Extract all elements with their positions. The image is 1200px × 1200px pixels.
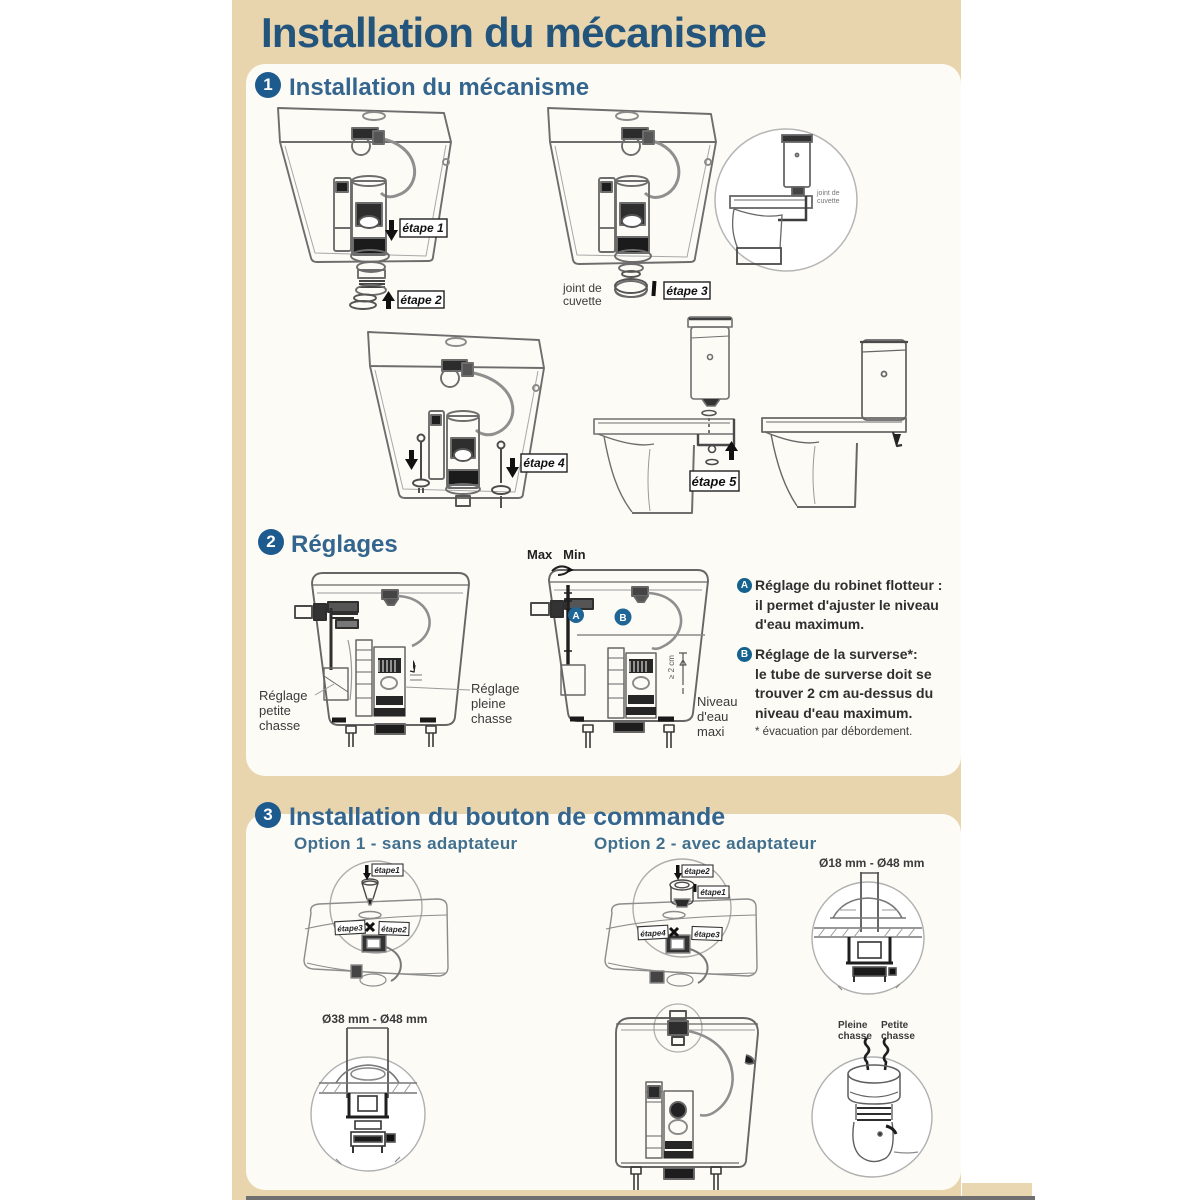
svg-text:étape2: étape2 xyxy=(381,925,407,935)
svg-text:étape 3: étape 3 xyxy=(666,284,708,298)
svg-text:A: A xyxy=(572,611,579,622)
svg-text:étape 2: étape 2 xyxy=(400,293,442,307)
svg-text:étape4: étape4 xyxy=(640,928,666,938)
svg-text:étape1: étape1 xyxy=(374,866,400,875)
svg-text:étape 5: étape 5 xyxy=(692,474,738,489)
svg-text:étape1: étape1 xyxy=(700,888,726,897)
svg-text:étape 1: étape 1 xyxy=(402,221,444,235)
svg-text:étape3: étape3 xyxy=(337,923,363,933)
svg-text:joint de: joint de xyxy=(816,190,840,197)
svg-text:étape3: étape3 xyxy=(694,930,720,940)
svg-text:cuvette: cuvette xyxy=(817,198,840,205)
svg-text:étape2: étape2 xyxy=(684,867,710,876)
svg-text:étape 4: étape 4 xyxy=(523,456,565,470)
svg-text:B: B xyxy=(619,613,626,624)
svg-text:≥ 2 cm: ≥ 2 cm xyxy=(667,655,676,679)
